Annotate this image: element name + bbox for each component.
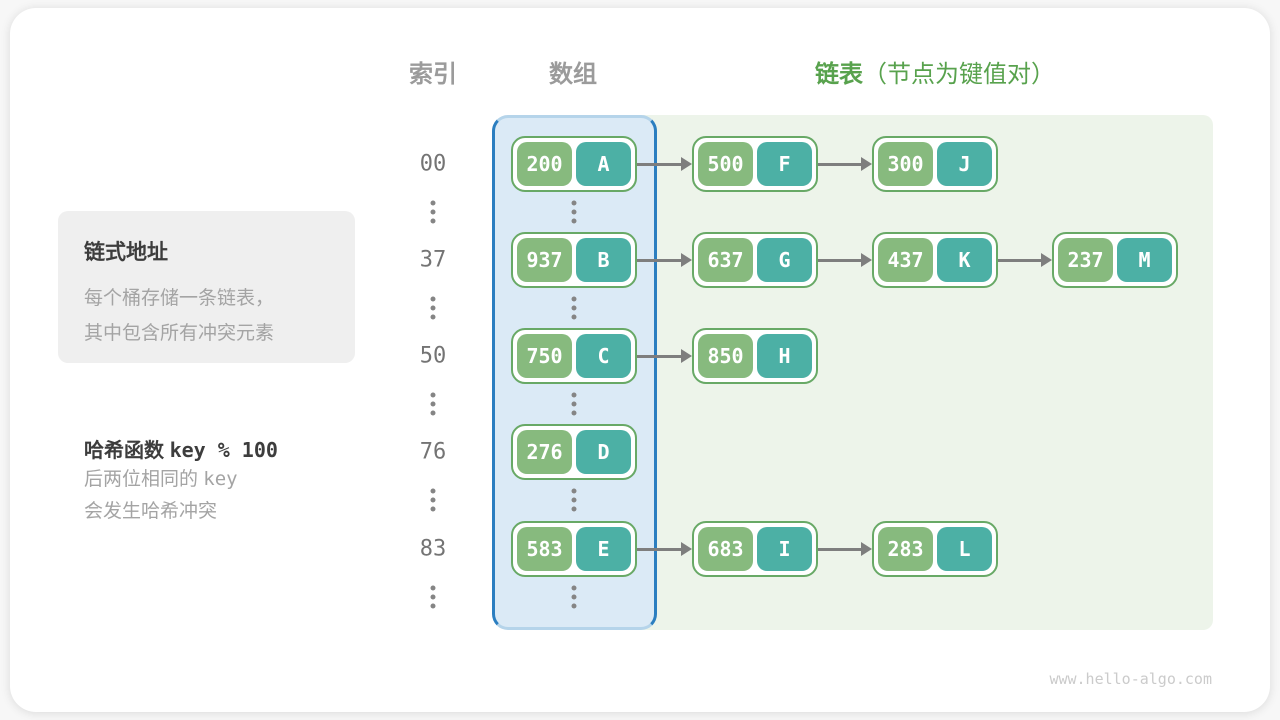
value-cell: H	[757, 334, 812, 378]
key-cell: 750	[517, 334, 572, 378]
value-cell: M	[1117, 238, 1172, 282]
key-cell: 683	[698, 527, 753, 571]
ellipsis-dots	[571, 392, 577, 416]
hash-note-line: 后两位相同的 key	[84, 463, 278, 496]
bucket-index-label: 76	[419, 439, 447, 465]
next-pointer-arrow	[637, 354, 682, 358]
key-cell: 437	[878, 238, 933, 282]
key-cell: 237	[1058, 238, 1113, 282]
hash-note-line1-text: 后两位相同的	[84, 469, 204, 490]
list-header-note: （节点为键值对）	[863, 61, 1055, 88]
info-box-line: 其中包含所有冲突元素	[84, 323, 275, 344]
index-column-header: 索引	[409, 61, 457, 88]
hash-function-title: 哈希函数 key % 100	[84, 434, 278, 463]
arrowhead-icon	[861, 542, 872, 556]
arrowhead-icon	[861, 253, 872, 267]
value-cell: G	[757, 238, 812, 282]
info-box-title: 链式地址	[84, 241, 168, 264]
key-cell: 200	[517, 142, 572, 186]
arrowhead-icon	[681, 157, 692, 171]
arrowhead-icon	[1041, 253, 1052, 267]
key-cell: 583	[517, 527, 572, 571]
value-cell: J	[937, 142, 992, 186]
next-pointer-arrow	[818, 162, 862, 166]
value-cell: E	[576, 527, 631, 571]
bucket-index-label: 83	[419, 536, 447, 562]
hash-note-line: 会发生哈希冲突	[84, 501, 218, 522]
key-cell: 637	[698, 238, 753, 282]
hash-note-line1-code: key	[203, 468, 238, 490]
array-column-header: 数组	[549, 61, 597, 88]
value-cell: K	[937, 238, 992, 282]
hash-function-note: 哈希函数 key % 100 后两位相同的 key 会发生哈希冲突	[84, 434, 278, 528]
ellipsis-dots	[430, 488, 436, 512]
next-pointer-arrow	[637, 162, 682, 166]
info-box-line: 每个桶存储一条链表，	[84, 288, 275, 309]
value-cell: L	[937, 527, 992, 571]
value-cell: I	[757, 527, 812, 571]
next-pointer-arrow	[818, 547, 862, 551]
ellipsis-dots	[571, 585, 577, 609]
arrowhead-icon	[861, 157, 872, 171]
next-pointer-arrow	[637, 258, 682, 262]
ellipsis-dots	[430, 585, 436, 609]
info-box: 链式地址 每个桶存储一条链表， 其中包含所有冲突元素	[58, 211, 355, 363]
value-cell: C	[576, 334, 631, 378]
hash-function-label: 哈希函数	[84, 440, 170, 462]
ellipsis-dots	[571, 296, 577, 320]
arrowhead-icon	[681, 542, 692, 556]
ellipsis-dots	[430, 392, 436, 416]
key-cell: 937	[517, 238, 572, 282]
key-cell: 300	[878, 142, 933, 186]
ellipsis-dots	[571, 200, 577, 224]
list-column-header: 链表（节点为键值对）	[815, 54, 1055, 89]
list-header-title: 链表	[815, 61, 863, 88]
key-cell: 500	[698, 142, 753, 186]
bucket-index-label: 00	[419, 151, 447, 177]
next-pointer-arrow	[818, 258, 862, 262]
ellipsis-dots	[571, 488, 577, 512]
watermark-url: www.hello-algo.com	[1049, 670, 1212, 688]
arrowhead-icon	[681, 349, 692, 363]
ellipsis-dots	[430, 200, 436, 224]
next-pointer-arrow	[637, 547, 682, 551]
arrowhead-icon	[681, 253, 692, 267]
ellipsis-dots	[430, 296, 436, 320]
bucket-index-label: 50	[419, 343, 447, 369]
next-pointer-arrow	[998, 258, 1042, 262]
value-cell: A	[576, 142, 631, 186]
hash-function-code: key % 100	[169, 438, 278, 462]
key-cell: 850	[698, 334, 753, 378]
value-cell: F	[757, 142, 812, 186]
key-cell: 283	[878, 527, 933, 571]
value-cell: D	[576, 430, 631, 474]
bucket-index-label: 37	[419, 247, 447, 273]
key-cell: 276	[517, 430, 572, 474]
value-cell: B	[576, 238, 631, 282]
